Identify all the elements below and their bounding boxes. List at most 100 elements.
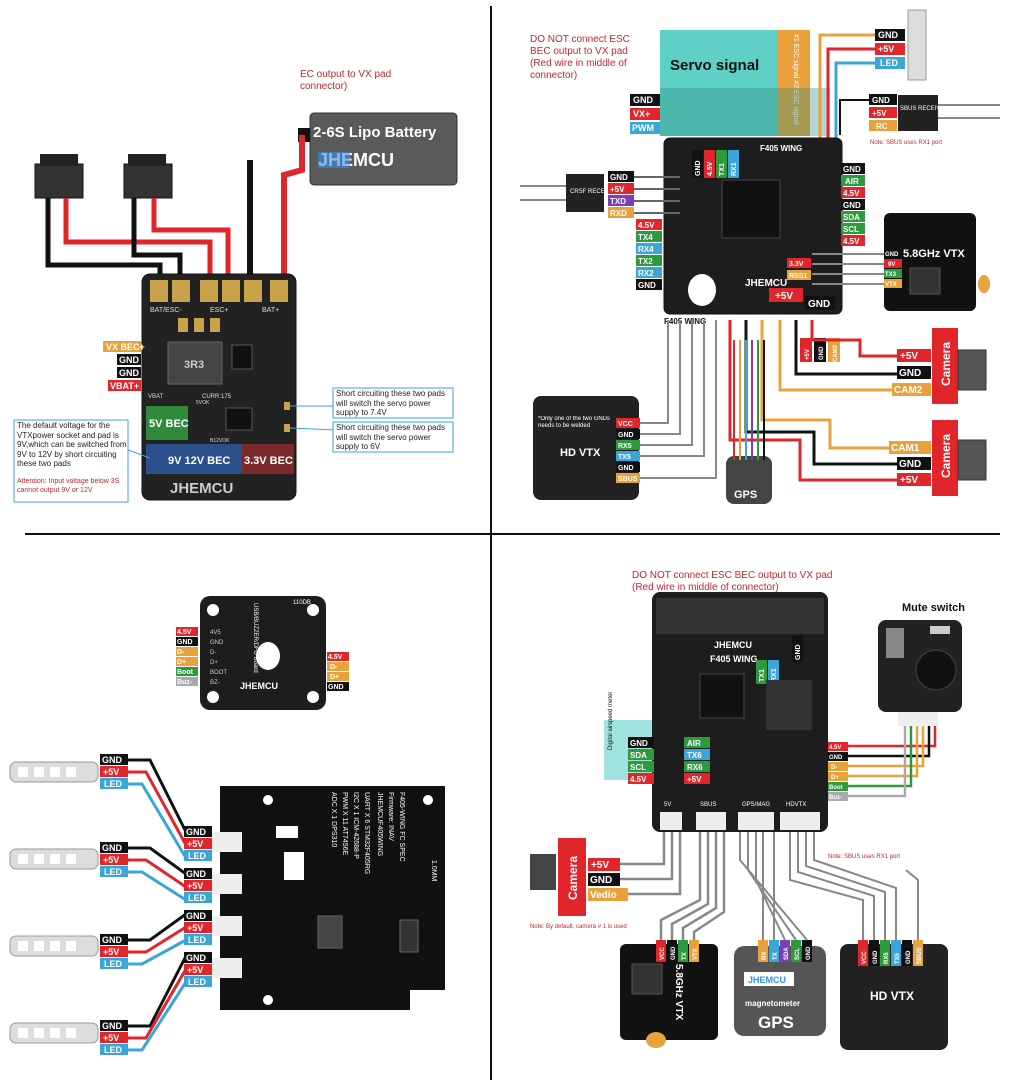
pdb-brand: JHEMCU: [170, 480, 233, 497]
bec-3v3-label: 3.3V BEC: [244, 455, 293, 467]
q4-gps: [734, 946, 826, 1036]
crsf-txd: TXD: [610, 197, 626, 206]
q4-left-pins: [628, 737, 654, 784]
q4-ip-air: AIR: [687, 739, 701, 748]
wire-esc2-pos: [151, 198, 231, 290]
led-connectors: [210, 832, 242, 978]
mute-wires: [848, 726, 937, 798]
callout-6v-text: Short circuiting these two pads will swi…: [336, 423, 445, 451]
battery-label: 2-6S Lipo Battery: [313, 124, 437, 141]
conn4-led: LED: [188, 977, 207, 987]
q4-vtx-pins: [656, 940, 699, 962]
esc-signal-label: #1 ESC signal #2 ESC signal: [792, 34, 799, 125]
q4-hdr-hdvtx: HDVTX: [786, 802, 806, 808]
usb-rpin-gnd: GND: [328, 684, 344, 691]
usb-inner-gnd: GND: [210, 640, 224, 646]
q4-cam-gnd: GND: [590, 875, 612, 886]
led2-led: LED: [104, 867, 123, 877]
q4-lp-gnd: GND: [630, 739, 648, 748]
led-strips: [9, 761, 99, 1044]
q2-hdvtx-pins: [616, 418, 640, 483]
label-b12vok: B12VOK: [210, 438, 230, 444]
q4-fc-title: F405 WING: [710, 654, 758, 664]
pad-label-bat: BAT+: [262, 307, 279, 314]
mute-pin-45v: 4.5V: [829, 745, 841, 751]
jumper-6v: [284, 424, 290, 432]
spec-title: F405-WING FC SPEC: [398, 792, 405, 862]
q4-inner-pins: [684, 737, 710, 784]
q4-sd-slot: [766, 680, 812, 730]
q1-header-note-1: EC output to VX pad: [300, 69, 391, 80]
q2-bottom-fc: F405 WING: [664, 317, 706, 326]
uart-tx4: TX4: [638, 233, 653, 242]
usb-inner-dplus: D+: [210, 660, 218, 666]
usb-inner-boot: BOOT: [210, 670, 227, 676]
pad-vbat: VBAT+: [110, 381, 139, 391]
cam2-pin-gnd: GND: [899, 459, 921, 470]
q2-note-3: (Red wire in middle of: [530, 58, 627, 69]
bec-9v-12v: [146, 444, 242, 474]
q2-vtx: [884, 213, 976, 311]
sbus-pin-gnd: GND: [872, 96, 890, 105]
hdvtx-vcc: VCC: [618, 421, 633, 428]
q1-header-note-2: connector): [300, 81, 347, 92]
cam2-pin-cam1: CAM1: [891, 443, 920, 454]
usb-right-pins: [327, 652, 349, 691]
q2-fc-5v: +5V: [775, 291, 793, 302]
vtx-voltage-note-text: The default voltage for the VTXpower soc…: [17, 421, 127, 468]
q1-pdb-panel: EC output to VX pad connector) 2-6S Lipo…: [13, 69, 458, 503]
conn2-gnd: GND: [186, 869, 207, 879]
led4-5v: +5V: [103, 1033, 119, 1043]
sbus-note: Note: SBUS uses RX1 port: [870, 140, 942, 146]
q4-fc-brand: JHEMCU: [714, 640, 752, 650]
esc-plug-2: [123, 163, 173, 199]
led3-gnd: GND: [102, 935, 123, 945]
led1-5v: +5V: [103, 767, 119, 777]
q4-vtx-label: 5.8GHz VTX: [673, 964, 684, 1020]
q4-gps-gnd: GND: [806, 946, 812, 960]
q4-hdvtx-gnd2: GND: [906, 950, 912, 964]
mute-pin-dplus: D+: [831, 775, 839, 781]
uart-rx2: RX2: [638, 269, 654, 278]
usb-pin-boot: Boot: [177, 669, 194, 676]
uart-45v: 4.5V: [638, 221, 655, 230]
bec-5v-label: 5V BEC: [149, 418, 189, 430]
q2-hdvtx-label: HD VTX: [560, 447, 601, 459]
q2-fc-gnd-big: GND: [808, 299, 830, 310]
pad-label-batesc: BAT/ESC-: [150, 307, 182, 314]
q2-fcr-45v: 4.5V: [843, 189, 860, 198]
hdvtx-gnd2: GND: [618, 465, 634, 472]
mute-pin-boot: Boot: [829, 785, 843, 791]
esc-signal-block: [778, 30, 810, 136]
q2-gps-wires: [733, 340, 765, 460]
q2-led-gnd: GND: [878, 30, 899, 40]
q4-gps-tx: TX: [773, 952, 779, 960]
led1-gnd: GND: [102, 755, 123, 765]
sbus-pin-5v: +5V: [872, 109, 887, 118]
q2-note-2: BEC output to VX pad: [530, 46, 628, 57]
q2-mcu: [721, 179, 781, 239]
q4-hdr-gps: GPS/MAG: [742, 802, 770, 808]
pad-vx-bec: VX BEC+: [106, 342, 145, 352]
q4-hdvtx-gnd: GND: [873, 950, 879, 964]
led1-led: LED: [104, 779, 123, 789]
q4-cam-5v: +5V: [591, 860, 609, 871]
q3-usb-led-panel: 110DB USB/BUZZER/DFU Board JHEMCU 4.5V G…: [9, 596, 445, 1055]
q4-hdr-5v: 5V: [664, 802, 671, 808]
camera-bottom: [932, 420, 958, 496]
usb-board-logo: [256, 642, 280, 670]
led-carrier-board: [220, 786, 445, 1010]
q4-gps-sub: magnetometer: [745, 999, 800, 1008]
q4-gps-pins: [758, 940, 812, 962]
sbus-receiver-label: SBUS RECEIVER: [900, 106, 949, 112]
hdvtx-gnd: GND: [618, 432, 634, 439]
servo-signal-label: Servo signal: [670, 57, 759, 74]
q4-cam-vedio: Vedio: [590, 890, 617, 901]
lipo-battery: 2-6S Lipo Battery JHEMCU: [298, 112, 458, 186]
q4-ip-tx6: TX6: [687, 751, 702, 760]
usb-pin-gnd: GND: [177, 639, 193, 646]
q2-fc-gnd: GND: [695, 160, 702, 176]
q2-bottom-gnd: GND: [819, 346, 825, 360]
crsf-gnd: GND: [610, 173, 628, 182]
